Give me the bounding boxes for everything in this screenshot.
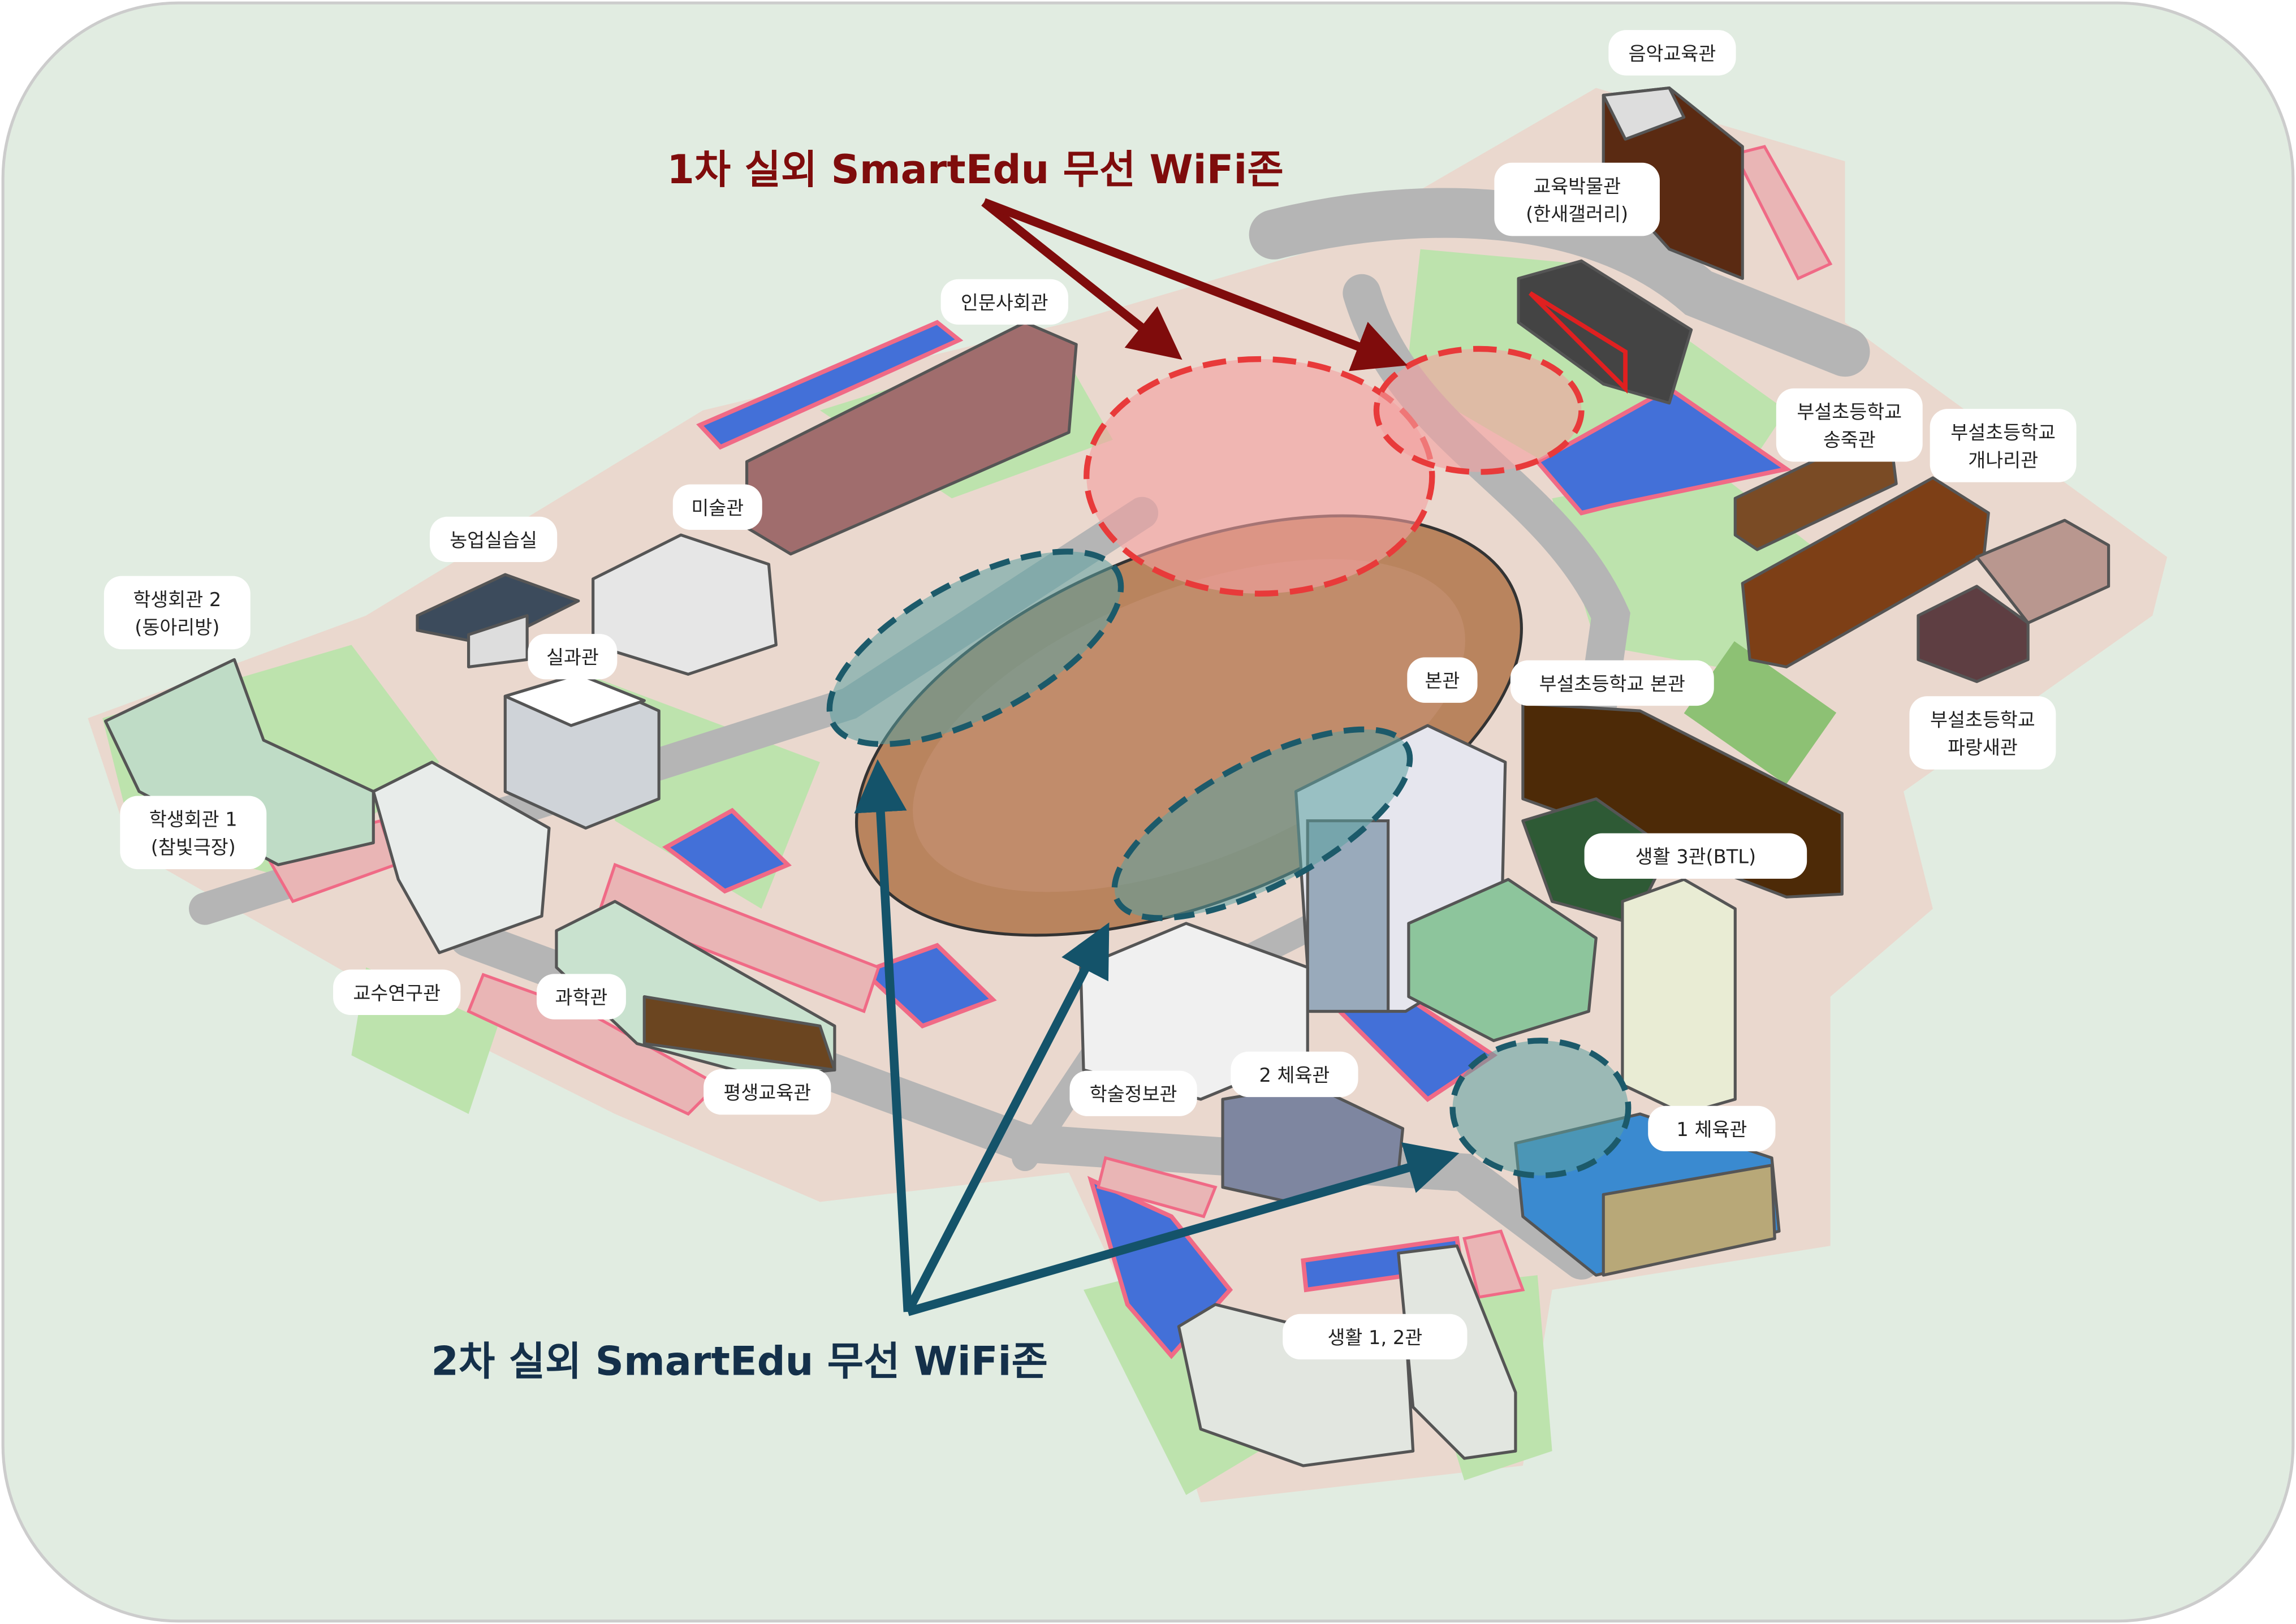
- building-label: 생활 1, 2관: [1283, 1314, 1468, 1360]
- building-label: 평생교육관: [704, 1069, 831, 1115]
- label-text: (참빛극장): [151, 836, 236, 858]
- building-label: 1 체육관: [1648, 1105, 1776, 1152]
- label-text: 생활 1, 2관: [1327, 1327, 1422, 1349]
- building-lifelong-education: [642, 995, 836, 1072]
- building-label: 과학관: [536, 974, 626, 1020]
- label-bubble: [429, 516, 558, 563]
- label-text: 생활 3관(BTL): [1635, 846, 1756, 868]
- label-bubble: [1069, 1070, 1197, 1116]
- wifi-zone-1: [1084, 345, 1585, 597]
- building-label: 실과관: [528, 634, 618, 680]
- label-text: 과학관: [555, 987, 608, 1009]
- label-text: 음악교육관: [1629, 42, 1716, 64]
- label-bubble: [103, 576, 251, 650]
- label-bubble: [1909, 696, 2056, 770]
- label-text: 개나리관: [1968, 450, 2038, 472]
- building-parangsae: [1917, 519, 2111, 683]
- label-bubble: [120, 796, 267, 870]
- label-bubble: [940, 279, 1068, 325]
- label-text: 학술정보관: [1090, 1083, 1177, 1105]
- label-bubble: [333, 969, 461, 1015]
- wifi-zone-2: [826, 548, 1632, 1179]
- building-label: 미술관: [672, 484, 762, 530]
- building-label: 부설초등학교 본관: [1510, 660, 1714, 706]
- building-label: 교수연구관: [333, 969, 461, 1015]
- label-text: 부설초등학교: [1797, 401, 1902, 423]
- label-bubble: [1283, 1314, 1468, 1360]
- parking-lots: [662, 319, 1792, 1359]
- label-text: 인문사회관: [961, 292, 1048, 314]
- zone1-title: 1차 실외 SmartEdu 무선 WiFi존: [667, 147, 1283, 193]
- label-text: 교수연구관: [353, 982, 441, 1004]
- building-practical-arts: [503, 672, 661, 830]
- label-text: 부설초등학교: [1950, 421, 2056, 443]
- label-bubble: [1930, 409, 2077, 482]
- label-bubble: [1407, 657, 1478, 703]
- label-bubble: [1510, 660, 1714, 706]
- label-text: 교육박물관: [1533, 175, 1621, 197]
- label-text: (한새갤러리): [1526, 203, 1628, 225]
- building-label: 학술정보관: [1069, 1070, 1197, 1116]
- label-bubble: [672, 484, 762, 530]
- building-label: 농업실습실: [429, 516, 558, 563]
- label-text: 부설초등학교 본관: [1539, 673, 1685, 695]
- building-faculty-research: [372, 761, 551, 954]
- label-text: 본관: [1425, 670, 1460, 692]
- label-text: 파랑새관: [1948, 737, 2018, 759]
- building-label: 학생회관 2 (동아리방): [103, 576, 251, 650]
- label-text: 학생회관 2: [133, 589, 221, 611]
- building-green-block: [1407, 878, 1598, 1042]
- label-text: 2 체육관: [1259, 1064, 1330, 1086]
- building-label: 음악교육관: [1608, 30, 1736, 76]
- label-bubble: [528, 634, 618, 680]
- label-bubble: [704, 1069, 831, 1115]
- building-label: 생활 3관(BTL): [1584, 833, 1807, 879]
- label-text: (동아리방): [135, 616, 219, 638]
- building-agriculture-lab: [416, 573, 580, 668]
- building-label: 2 체육관: [1231, 1051, 1358, 1098]
- building-btl3: [1621, 878, 1737, 1116]
- label-bubble: [536, 974, 626, 1020]
- label-text: 학생회관 1: [149, 809, 238, 831]
- label-bubble: [1776, 388, 1923, 462]
- label-text: 부설초등학교: [1930, 709, 2035, 731]
- label-text: 평생교육관: [723, 1082, 811, 1104]
- label-text: 농업실습실: [450, 529, 537, 551]
- label-text: 미술관: [691, 497, 744, 519]
- zone1-arrows: [981, 198, 1408, 372]
- label-bubble: [1494, 162, 1660, 236]
- label-bubble: [1584, 833, 1807, 879]
- building-label: 교육박물관 (한새갤러리): [1494, 162, 1660, 236]
- zone2-arrows: [854, 759, 1460, 1316]
- label-bubble: [1648, 1105, 1776, 1152]
- label-bubble: [1231, 1051, 1358, 1098]
- label-text: 송죽관: [1823, 429, 1876, 451]
- building-label: 학생회관 1 (참빛극장): [120, 796, 267, 870]
- building-label: 인문사회관: [940, 279, 1068, 325]
- building-music-education: [1602, 86, 1744, 280]
- label-bubble: [1608, 30, 1736, 76]
- school-field: [1684, 641, 1837, 785]
- label-text: 실과관: [546, 646, 599, 668]
- zone2-title: 2차 실외 SmartEdu 무선 WiFi존: [431, 1338, 1047, 1384]
- building-label: 본관: [1407, 657, 1478, 703]
- label-text: 1 체육관: [1676, 1118, 1747, 1141]
- building-education-museum: [1517, 259, 1693, 405]
